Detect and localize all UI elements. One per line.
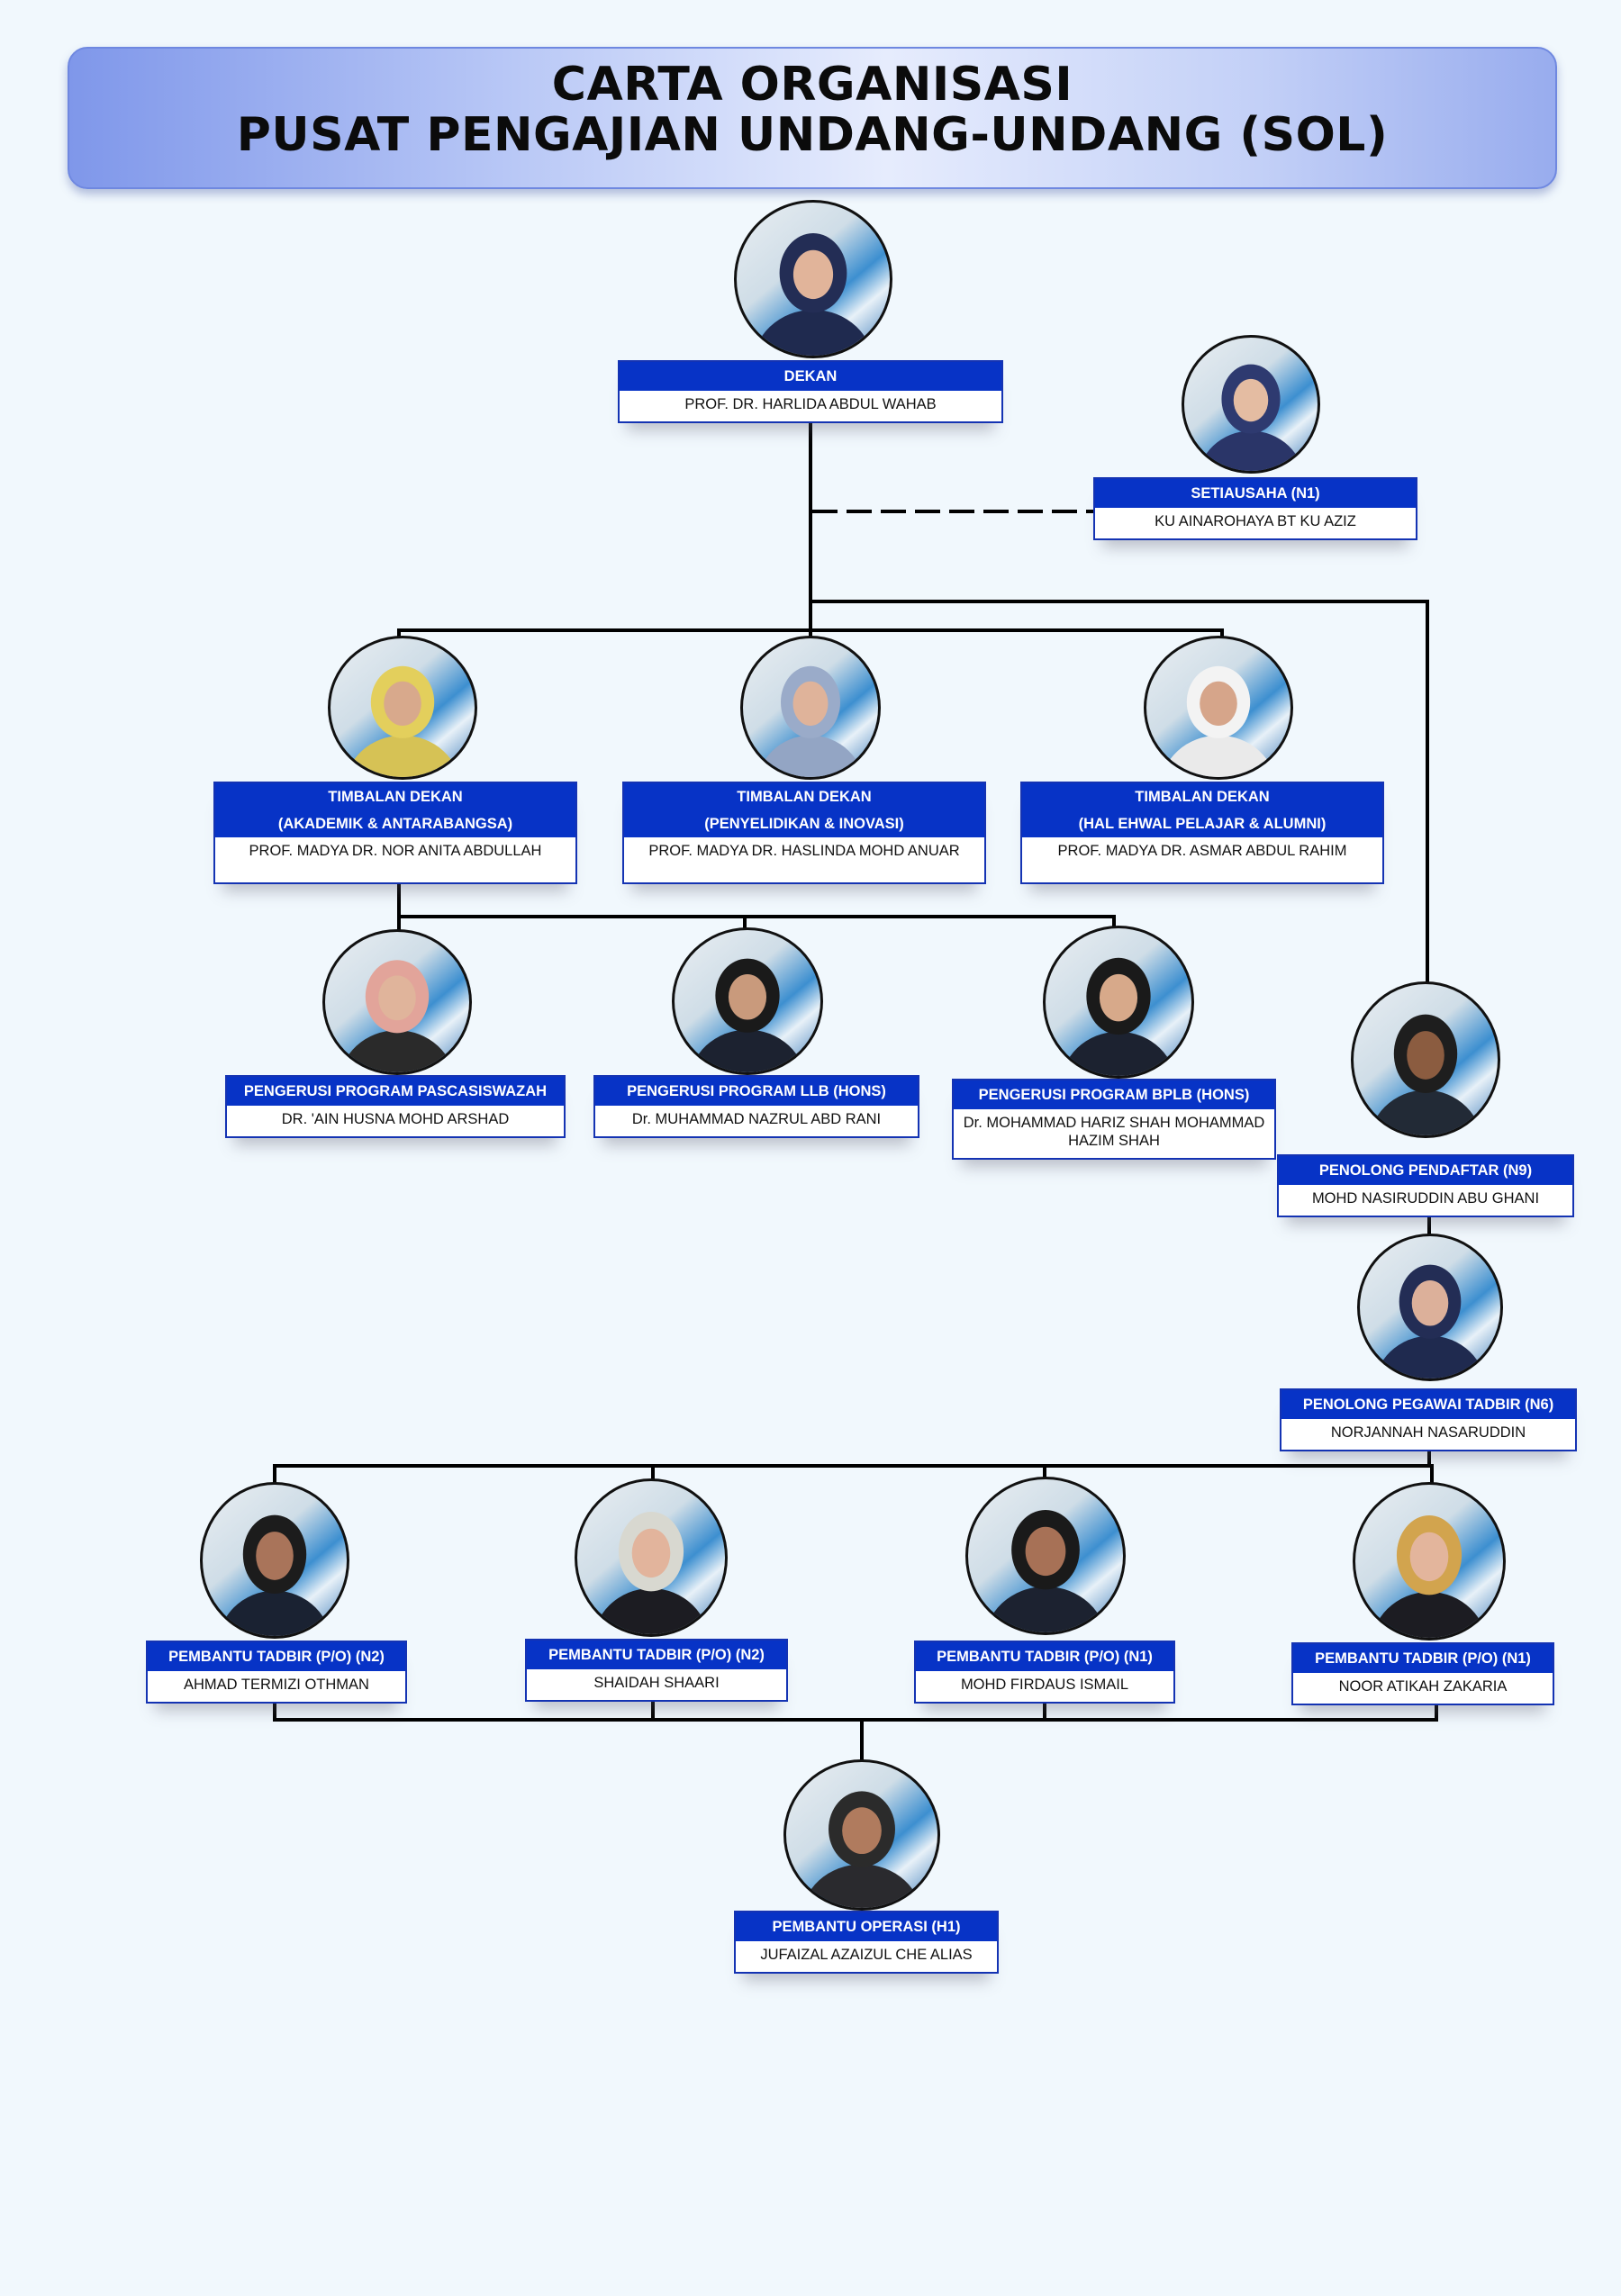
dekan-title: DEKAN <box>620 362 1001 391</box>
po-card: PEMBANTU OPERASI (H1) JUFAIZAL AZAIZUL C… <box>734 1911 999 1974</box>
penolong-pendaftar-name: MOHD NASIRUDDIN ABU GHANI <box>1279 1185 1572 1212</box>
penolong-pendaftar-title: PENOLONG PENDAFTAR (N9) <box>1279 1156 1572 1185</box>
pp-bplb-title: PENGERUSI PROGRAM BPLB (HONS) <box>954 1080 1274 1109</box>
ppt-card: PENOLONG PEGAWAI TADBIR (N6) NORJANNAH N… <box>1280 1388 1577 1451</box>
pp-pascasiswazah-photo <box>322 929 472 1075</box>
pp-pascasiswazah-name: DR. 'AIN HUSNA MOHD ARSHAD <box>227 1106 564 1133</box>
setiausaha-title: SETIAUSAHA (N1) <box>1095 479 1416 508</box>
td-hep-card: TIMBALAN DEKAN (HAL EHWAL PELAJAR & ALUMN… <box>1020 782 1384 884</box>
po-title: PEMBANTU OPERASI (H1) <box>736 1912 997 1941</box>
pt2-name: SHAIDAH SHAARI <box>527 1669 786 1696</box>
penolong-pendaftar-card: PENOLONG PENDAFTAR (N9) MOHD NASIRUDDIN … <box>1277 1154 1574 1217</box>
ppt-name: NORJANNAH NASARUDDIN <box>1281 1419 1575 1446</box>
pt4-photo <box>1353 1482 1506 1641</box>
chart-title-line-1: CARTA ORGANISASI <box>551 58 1073 112</box>
setiausaha-photo <box>1182 335 1320 474</box>
pp-pascasiswazah-card: PENGERUSI PROGRAM PASCASISWAZAH DR. 'AIN… <box>225 1075 566 1138</box>
pp-bplb-card: PENGERUSI PROGRAM BPLB (HONS) Dr. MOHAMM… <box>952 1079 1276 1160</box>
pt1-photo <box>200 1482 349 1639</box>
po-name: JUFAIZAL AZAIZUL CHE ALIAS <box>736 1941 997 1968</box>
pt1-card: PEMBANTU TADBIR (P/O) (N2) AHMAD TERMIZI… <box>146 1641 407 1704</box>
pp-llb-title: PENGERUSI PROGRAM LLB (HONS) <box>595 1077 918 1106</box>
pp-bplb-photo <box>1043 926 1194 1079</box>
pt2-title: PEMBANTU TADBIR (P/O) (N2) <box>527 1641 786 1669</box>
ppt-photo <box>1357 1234 1503 1381</box>
pt4-title: PEMBANTU TADBIR (P/O) (N1) <box>1293 1644 1553 1673</box>
td-penyelidikan-card: TIMBALAN DEKAN (PENYELIDIKAN & INOVASI) P… <box>622 782 986 884</box>
chart-title-banner: CARTA ORGANISASI PUSAT PENGAJIAN UNDANG-… <box>68 47 1557 189</box>
po-photo <box>783 1759 940 1911</box>
pp-bplb-name: Dr. MOHAMMAD HARIZ SHAH MOHAMMAD HAZIM S… <box>954 1109 1274 1154</box>
td-hep-name: PROF. MADYA DR. ASMAR ABDUL RAHIM <box>1022 837 1382 864</box>
pt4-card: PEMBANTU TADBIR (P/O) (N1) NOOR ATIKAH Z… <box>1291 1642 1554 1705</box>
td-akademik-name: PROF. MADYA DR. NOR ANITA ABDULLAH <box>215 837 575 864</box>
td-akademik-subtitle: (AKADEMIK & ANTARABANGSA) <box>277 816 513 832</box>
pp-pascasiswazah-title: PENGERUSI PROGRAM PASCASISWAZAH <box>227 1077 564 1106</box>
td-akademik-photo <box>328 636 477 780</box>
td-penyelidikan-photo <box>740 636 881 780</box>
dekan-name: PROF. DR. HARLIDA ABDUL WAHAB <box>620 391 1001 418</box>
td-penyelidikan-subtitle: (PENYELIDIKAN & INOVASI) <box>704 816 904 832</box>
ppt-title: PENOLONG PEGAWAI TADBIR (N6) <box>1281 1390 1575 1419</box>
dekan-photo <box>734 200 892 358</box>
pt3-photo <box>965 1477 1126 1635</box>
pt2-photo <box>575 1478 728 1637</box>
td-hep-photo <box>1144 636 1293 780</box>
setiausaha-name: KU AINAROHAYA BT KU AZIZ <box>1095 508 1416 535</box>
chart-title-line-2: PUSAT PENGAJIAN UNDANG-UNDANG (SOL) <box>236 108 1389 162</box>
pt2-card: PEMBANTU TADBIR (P/O) (N2) SHAIDAH SHAAR… <box>525 1639 788 1702</box>
td-akademik-card: TIMBALAN DEKAN(AKADEMIK & ANTARABANGSA) … <box>213 782 577 884</box>
pt1-title: PEMBANTU TADBIR (P/O) (N2) <box>148 1642 405 1671</box>
pt3-card: PEMBANTU TADBIR (P/O) (N1) MOHD FIRDAUS … <box>914 1641 1175 1704</box>
pp-llb-card: PENGERUSI PROGRAM LLB (HONS) Dr. MUHAMMA… <box>593 1075 919 1138</box>
penolong-pendaftar-photo <box>1351 981 1500 1138</box>
pt4-name: NOOR ATIKAH ZAKARIA <box>1293 1673 1553 1700</box>
td-hep-subtitle: (HAL EHWAL PELAJAR & ALUMNI) <box>1078 816 1327 832</box>
td-penyelidikan-title: TIMBALAN DEKAN <box>737 789 872 805</box>
pt1-name: AHMAD TERMIZI OTHMAN <box>148 1671 405 1698</box>
pt3-title: PEMBANTU TADBIR (P/O) (N1) <box>916 1642 1173 1671</box>
td-penyelidikan-name: PROF. MADYA DR. HASLINDA MOHD ANUAR <box>624 837 984 864</box>
pt3-name: MOHD FIRDAUS ISMAIL <box>916 1671 1173 1698</box>
pp-llb-name: Dr. MUHAMMAD NAZRUL ABD RANI <box>595 1106 918 1133</box>
pp-llb-photo <box>672 927 823 1075</box>
setiausaha-card: SETIAUSAHA (N1) KU AINAROHAYA BT KU AZIZ <box>1093 477 1417 540</box>
td-hep-title: TIMBALAN DEKAN <box>1135 789 1270 805</box>
td-akademik-title: TIMBALAN DEKAN <box>328 789 463 805</box>
dekan-card: DEKAN PROF. DR. HARLIDA ABDUL WAHAB <box>618 360 1003 423</box>
